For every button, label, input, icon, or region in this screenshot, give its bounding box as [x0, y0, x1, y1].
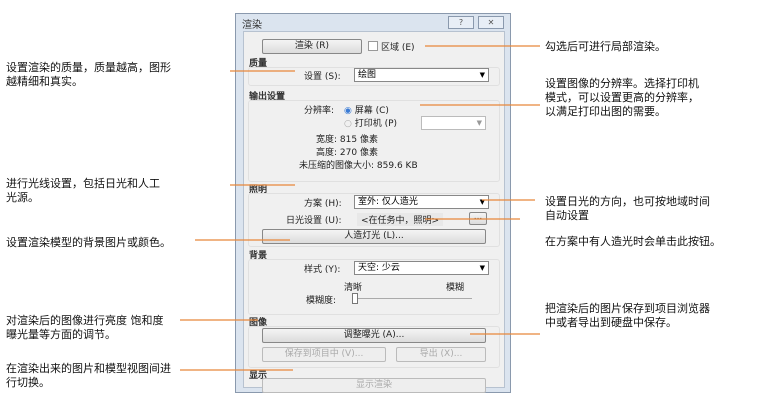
width-value: 815 像素 [339, 135, 378, 145]
dialog-body: 渲染 (R) 区域 (E) 质量 设置 (S): 绘图▼ 输出设置 分辨率: ◉… [243, 31, 505, 393]
image-label: 图像 [249, 318, 268, 328]
note-background: 设置渲染模型的背景图片或颜色。 [6, 236, 171, 249]
sun-value: <在任务中，照明> [357, 213, 444, 226]
lighting-label: 照明 [249, 185, 268, 195]
blur-slider-thumb[interactable] [352, 293, 358, 304]
blur-label: 模糊 [446, 283, 465, 293]
height-label: 高度: [316, 148, 338, 158]
quality-label: 质量 [249, 59, 268, 69]
note-region: 勾选后可进行局部渲染。 [545, 40, 666, 53]
clear-label: 清晰 [344, 283, 363, 293]
size-value: 859.6 KB [376, 161, 418, 171]
help-button[interactable]: ? [448, 16, 474, 29]
display-label: 显示 [249, 371, 268, 381]
scheme-select[interactable]: 室外: 仅人造光▼ [354, 195, 489, 209]
blur-slider-track[interactable] [352, 298, 472, 299]
adjust-exposure-button[interactable]: 调整曝光 (A)... [262, 328, 486, 343]
blur-amount-label: 模糊度: [306, 296, 337, 306]
style-label: 样式 (Y): [304, 265, 341, 275]
resolution-label: 分辨率: [304, 106, 335, 116]
dialog-title: 渲染 [242, 20, 262, 31]
artificial-lights-button[interactable]: 人造灯光 (L)... [262, 229, 486, 244]
save-to-project-button[interactable]: 保存到项目中 (V)... [262, 347, 386, 362]
width-label: 宽度: [316, 135, 338, 145]
region-checkbox[interactable]: 区域 (E) [368, 40, 415, 53]
note-quality: 设置渲染的质量，质量越高，图形越精细和真实。 [6, 61, 171, 88]
printer-radio[interactable]: ○ 打印机 (P) [344, 119, 398, 129]
note-resolution: 设置图像的分辨率。选择打印机模式，可以设置更高的分辨率，以满足打印出图的需要。 [545, 77, 699, 118]
note-display: 在渲染出来的图片和模型视图间进行切换。 [6, 362, 171, 389]
note-sun: 设置日光的方向，也可按地域时间自动设置 [545, 195, 710, 222]
export-button[interactable]: 导出 (X)... [396, 347, 486, 362]
render-button[interactable]: 渲染 (R) [262, 39, 362, 54]
printer-dpi-select[interactable]: ▼ [421, 116, 486, 130]
note-image: 对渲染后的图像进行亮度 饱和度曝光量等方面的调节。 [6, 314, 164, 341]
screen-radio[interactable]: ◉ 屏幕 (C) [344, 106, 389, 116]
background-label: 背景 [249, 251, 268, 261]
close-button[interactable]: ✕ [478, 16, 504, 29]
output-label: 输出设置 [249, 92, 286, 102]
note-artificial: 在方案中有人造光时会单击此按钮。 [545, 235, 721, 248]
note-export: 把渲染后的图片保存到项目浏览器中或者导出到硬盘中保存。 [545, 302, 710, 329]
height-value: 270 像素 [339, 148, 378, 158]
background-style-select[interactable]: 天空: 少云▼ [354, 261, 489, 275]
note-lighting: 进行光线设置，包括日光和人工光源。 [6, 177, 160, 204]
sun-label: 日光设置 (U): [286, 216, 342, 226]
quality-select[interactable]: 绘图▼ [354, 68, 489, 82]
render-dialog: 渲染 ? ✕ 渲染 (R) 区域 (E) 质量 设置 (S): 绘图▼ 输出设置… [235, 13, 511, 393]
sun-settings-button[interactable]: ... [469, 212, 487, 225]
size-label: 未压缩的图像大小: [299, 161, 375, 171]
scheme-label: 方案 (H): [304, 199, 342, 209]
quality-setting-label: 设置 (S): [304, 72, 341, 82]
show-rendering-button[interactable]: 显示渲染 [262, 378, 486, 393]
